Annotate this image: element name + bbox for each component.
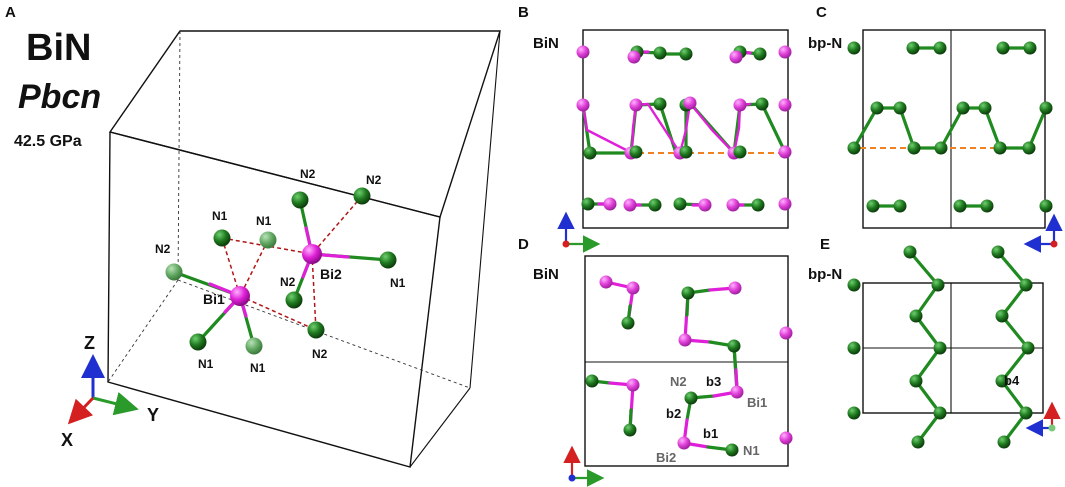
label-n2-bottom: N2 [312,347,328,361]
bi-n-bonds [172,198,390,348]
panel-e: E bp-N b4 [808,236,1061,449]
d-bi2-atom [677,436,691,450]
d-label-bi1: Bi1 [747,395,767,410]
atom-labels-a: N2 N2 N1 N1 N2 Bi2 N2 N1 Bi1 N1 N1 N2 [155,167,406,375]
panel-d-axes [563,445,605,487]
panel-e-title: bp-N [808,266,842,283]
label-bi2: Bi2 [320,266,342,282]
label-n1-upper-left: N1 [212,209,228,223]
n1-bottom-mid-atom [245,337,263,355]
d-label-n2: N2 [670,374,687,389]
d-n1-atom [725,443,739,457]
label-n1-upper-mid: N1 [256,214,272,228]
d-n2-atom [684,391,698,405]
d-label-bi2: Bi2 [656,450,676,465]
n2-left-atom [165,263,183,281]
panel-c-atoms [847,41,1053,213]
panel-a-pressure: 42.5 GPa [14,133,82,150]
label-n1-bottom-left: N1 [198,357,214,371]
unit-cell-box [107,30,501,468]
n2-mid-atom [285,291,303,309]
n1-upper-mid-atom [259,231,277,249]
panel-b-atoms [576,45,792,212]
label-n2-top-right: N2 [366,173,382,187]
e-label-b4: b4 [1004,373,1020,388]
bi2-atom [302,244,322,264]
n2-top-left-atom [291,191,309,209]
label-n1-right: N1 [390,276,406,290]
n2-bottom-atom [307,321,325,339]
n1-upper-left-atom [213,229,231,247]
axes-triad-a: Z Y X [61,333,159,450]
panel-a: A BiN Pbcn 42.5 GPa [5,4,501,468]
panel-d: D BiN [518,236,793,487]
label-n2-mid: N2 [280,275,296,289]
panel-c: C bp-N [808,4,1063,253]
panel-a-title: BiN [26,27,91,69]
panel-d-letter: D [518,236,529,253]
panel-c-title: bp-N [808,35,842,52]
panel-d-cell [584,255,789,467]
axis-x-label: X [61,430,73,450]
panel-b: B BiN [518,4,792,253]
label-bi1: Bi1 [203,291,225,307]
d-label-b2: b2 [666,406,681,421]
panel-c-letter: C [816,4,827,21]
panel-e-letter: E [820,236,830,253]
panel-a-space-group: Pbcn [18,78,101,116]
axis-z-label: Z [84,333,95,353]
bi1-atom [230,286,250,306]
n2-top-right-atom [353,187,371,205]
panel-b-axes [557,211,601,253]
axis-y-label: Y [147,405,159,425]
label-n1-bottom-mid: N1 [250,361,266,375]
d-label-b1: b1 [703,426,718,441]
label-n2-top-left: N2 [300,167,316,181]
d-label-n1: N1 [743,443,760,458]
atoms-a [165,187,397,355]
panel-a-letter: A [5,4,16,21]
n1-bottom-left-atom [189,333,207,351]
d-bi1-atom [730,385,744,399]
d-label-b3: b3 [706,374,721,389]
panel-e-atoms [847,245,1035,449]
panel-d-title: BiN [533,266,559,283]
panel-c-cell [862,29,1046,229]
label-n2-left: N2 [155,242,171,256]
panel-b-letter: B [518,4,529,21]
panel-b-title: BiN [533,35,559,52]
panel-d-atoms [585,275,793,457]
panel-c-axes [1023,213,1063,253]
panel-d-labels: N2 b3 Bi1 b2 b1 Bi2 N1 [656,374,767,465]
panel-b-cell [582,29,789,229]
panel-e-axes [1025,401,1061,437]
n1-right-atom [379,251,397,269]
